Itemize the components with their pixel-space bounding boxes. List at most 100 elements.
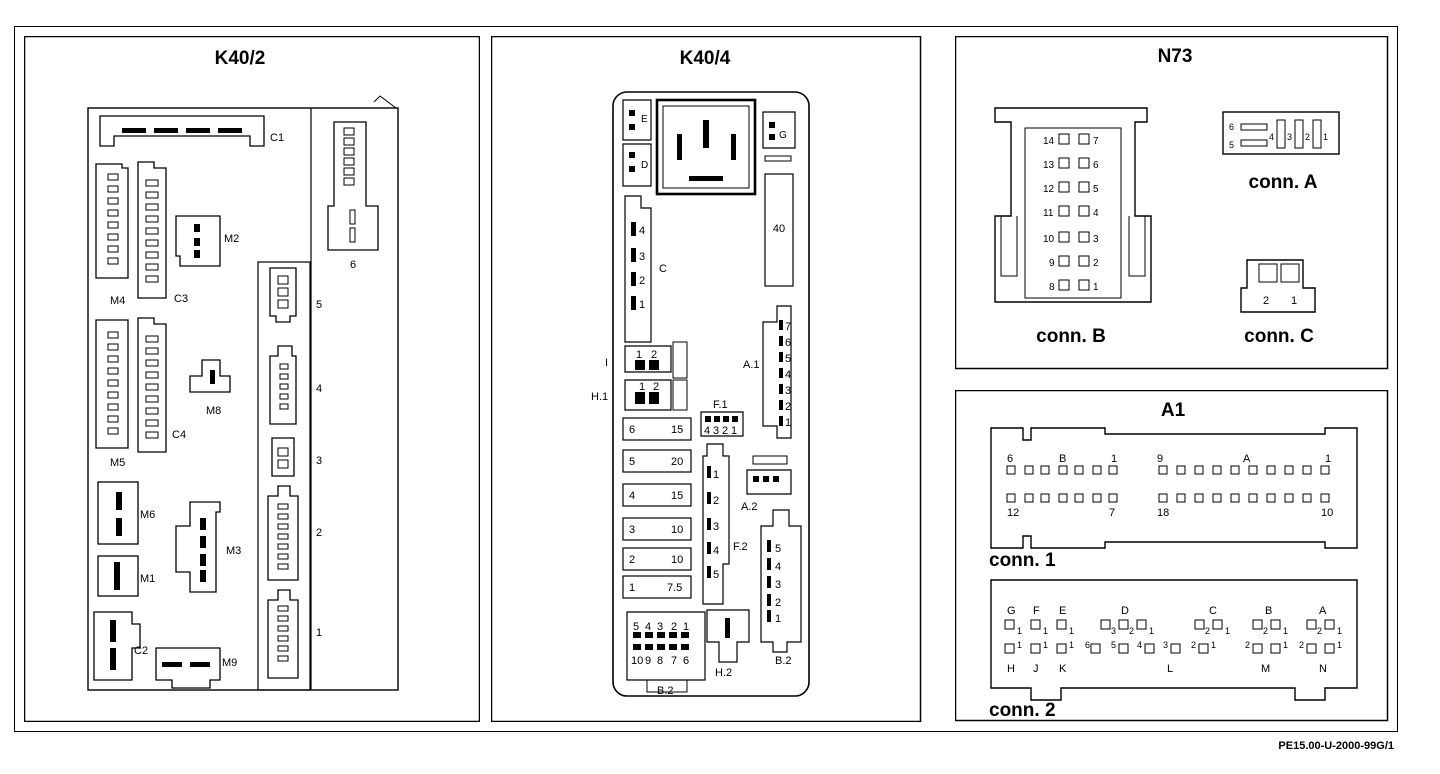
svg-text:M4: M4 (110, 295, 125, 307)
svg-text:2: 2 (1263, 295, 1269, 307)
svg-text:1: 1 (1111, 453, 1117, 465)
svg-text:M5: M5 (110, 457, 125, 469)
svg-text:N: N (1319, 663, 1327, 675)
svg-text:4: 4 (1269, 132, 1274, 142)
svg-text:15: 15 (671, 490, 683, 502)
svg-text:5: 5 (775, 543, 781, 555)
n73-conn-a: 6 5 4 3 2 1 conn. A (1222, 111, 1340, 193)
connector-i: 1 2 I (605, 341, 688, 379)
svg-text:C: C (1209, 605, 1217, 617)
relay-6: 6 (327, 121, 379, 271)
svg-text:1: 1 (1017, 640, 1022, 650)
svg-text:2: 2 (671, 621, 677, 633)
svg-text:7: 7 (671, 655, 677, 667)
svg-text:6: 6 (1229, 122, 1234, 132)
relay-3: 3 (271, 437, 322, 477)
svg-text:3: 3 (639, 251, 645, 263)
svg-text:1: 1 (1325, 453, 1331, 465)
svg-text:1: 1 (713, 469, 719, 481)
svg-text:7.5: 7.5 (667, 582, 682, 594)
svg-text:1: 1 (1211, 640, 1216, 650)
svg-text:K: K (1059, 663, 1067, 675)
svg-text:9: 9 (1049, 258, 1055, 269)
svg-text:conn. C: conn. C (1244, 326, 1314, 347)
svg-text:5: 5 (1111, 640, 1116, 650)
connector-c1: C1 (99, 115, 284, 147)
svg-text:F.1: F.1 (713, 399, 728, 411)
relay-2: 2 (267, 485, 322, 581)
svg-text:E: E (1059, 605, 1066, 617)
svg-text:2: 2 (1129, 626, 1134, 636)
svg-text:18: 18 (1157, 507, 1169, 519)
panel-k40-4: K40/4 E D G 40 (491, 36, 922, 722)
connector-a2: A.2 (741, 455, 792, 513)
svg-text:1: 1 (1283, 640, 1288, 650)
svg-text:3: 3 (1287, 132, 1292, 142)
svg-text:4: 4 (629, 490, 635, 502)
svg-text:2: 2 (629, 554, 635, 566)
svg-text:3: 3 (1163, 640, 1168, 650)
svg-text:4: 4 (704, 425, 710, 437)
svg-text:11: 11 (1043, 208, 1054, 219)
svg-text:3: 3 (1093, 234, 1099, 245)
svg-text:2: 2 (651, 349, 657, 361)
svg-text:I: I (605, 357, 608, 369)
svg-text:1: 1 (316, 627, 322, 639)
svg-text:1: 1 (1283, 626, 1288, 636)
connector-m4: M4 (95, 163, 129, 307)
svg-text:12: 12 (1007, 507, 1019, 519)
svg-text:2: 2 (639, 275, 645, 287)
connector-c3: C3 (137, 161, 188, 305)
svg-text:2: 2 (1205, 626, 1210, 636)
svg-text:2: 2 (1093, 258, 1099, 269)
svg-text:conn. A: conn. A (1249, 172, 1318, 193)
svg-text:4: 4 (316, 383, 322, 395)
svg-text:2: 2 (316, 527, 322, 539)
relay-4: 4 (269, 345, 322, 425)
svg-text:3: 3 (316, 455, 322, 467)
svg-text:C3: C3 (174, 293, 188, 305)
svg-text:H.1: H.1 (591, 391, 608, 403)
svg-text:1: 1 (1291, 295, 1297, 307)
svg-text:1: 1 (639, 381, 645, 393)
connector-e: E (622, 99, 652, 141)
svg-text:3: 3 (657, 621, 663, 633)
connector-b2-right: 5 4 3 2 1 B.2 (760, 509, 802, 667)
svg-text:3: 3 (785, 385, 791, 397)
svg-text:2: 2 (1245, 640, 1250, 650)
svg-text:M8: M8 (206, 405, 221, 417)
svg-text:40: 40 (773, 223, 785, 235)
svg-text:1: 1 (1149, 626, 1154, 636)
svg-text:12: 12 (1043, 184, 1055, 195)
svg-text:1: 1 (1323, 132, 1328, 142)
svg-text:J: J (1033, 663, 1039, 675)
svg-text:6: 6 (1007, 453, 1013, 465)
svg-text:1: 1 (1093, 282, 1099, 293)
svg-text:9: 9 (645, 655, 651, 667)
svg-text:3: 3 (713, 425, 719, 437)
svg-text:4: 4 (1093, 208, 1099, 219)
svg-text:M2: M2 (224, 233, 239, 245)
svg-text:6: 6 (683, 655, 689, 667)
svg-text:M6: M6 (140, 509, 155, 521)
svg-text:A: A (1319, 605, 1327, 617)
svg-text:B.2: B.2 (775, 655, 792, 667)
panel-title: K40/4 (680, 48, 731, 69)
svg-text:A.1: A.1 (743, 359, 760, 371)
panel-title: K40/2 (215, 48, 266, 69)
svg-text:4: 4 (775, 561, 781, 573)
svg-text:1: 1 (785, 417, 791, 429)
svg-text:6: 6 (629, 424, 635, 436)
svg-text:4: 4 (639, 225, 645, 237)
svg-text:F: F (1033, 605, 1040, 617)
svg-text:3: 3 (775, 579, 781, 591)
svg-text:7: 7 (1109, 507, 1115, 519)
svg-text:1: 1 (1069, 640, 1074, 650)
svg-text:1: 1 (1017, 626, 1022, 636)
svg-text:conn. B: conn. B (1036, 326, 1106, 347)
relay-5: 5 (269, 267, 322, 323)
